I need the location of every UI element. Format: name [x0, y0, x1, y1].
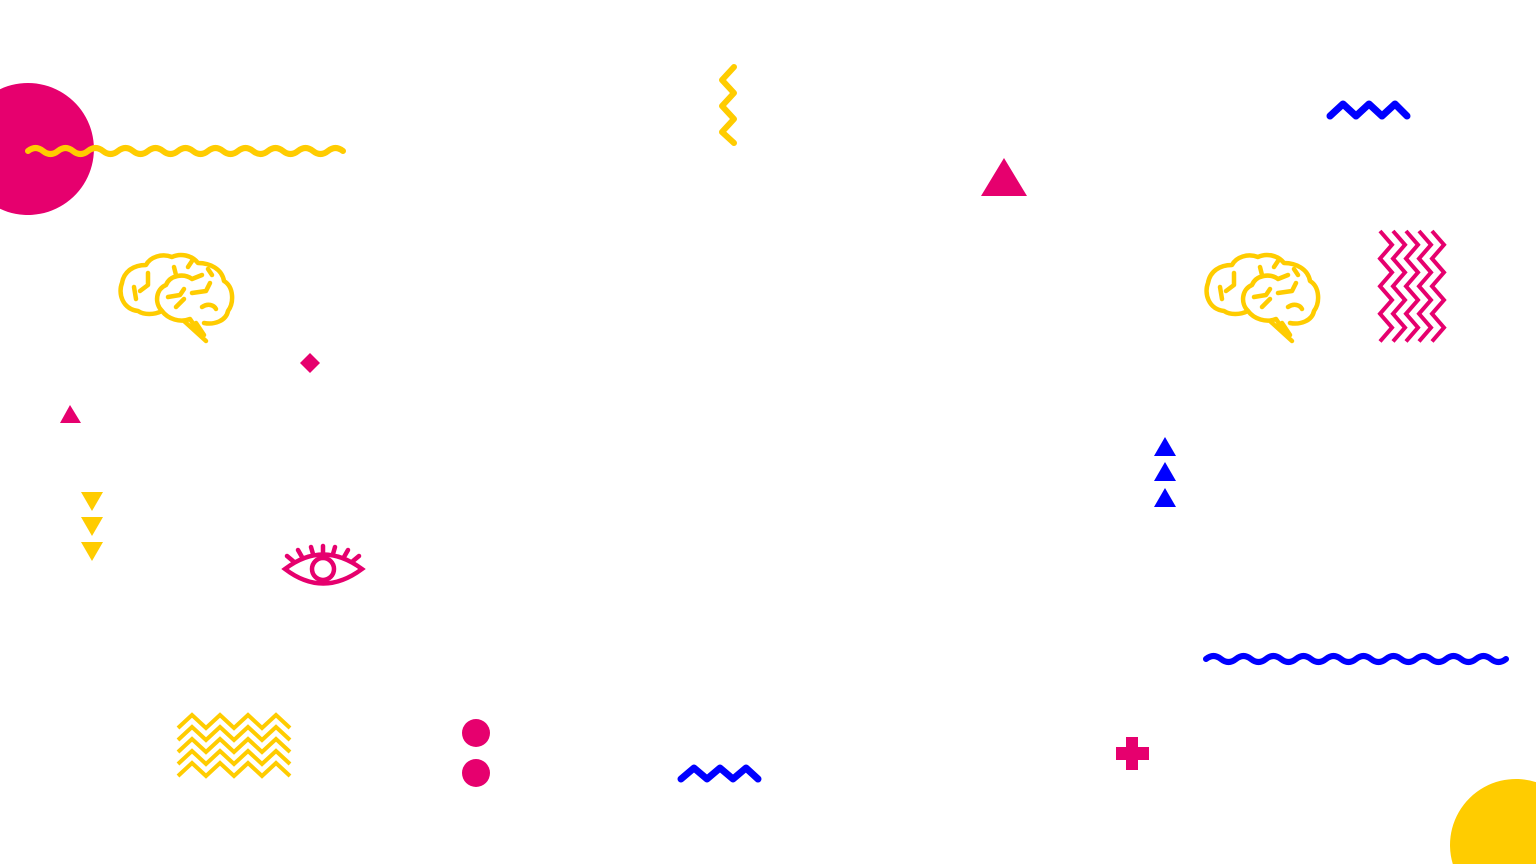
eye-icon — [281, 543, 366, 586]
pink-dot-top — [462, 719, 490, 747]
zigzag-line — [176, 736, 292, 755]
pink-triangle-small — [60, 405, 81, 423]
zigzag-line — [1429, 229, 1447, 343]
pink-triangle-large — [981, 158, 1027, 196]
yellow-zigzag-pattern — [176, 712, 292, 779]
yellow-vertical-zigzag — [719, 64, 737, 146]
zigzag-line — [1377, 229, 1395, 343]
blue-zigzag-top — [1326, 100, 1411, 120]
blue-up-triangles — [1154, 437, 1176, 507]
brain-stroke — [1217, 258, 1305, 314]
zigzag-line — [1403, 229, 1421, 343]
brain-icon-right — [1204, 252, 1321, 344]
blue-wavy-line — [1203, 653, 1509, 665]
brain-icon-left — [118, 252, 235, 344]
zigzag-line — [176, 712, 292, 731]
zigzag-line — [176, 724, 292, 743]
blue-zigzag-bottom — [677, 764, 762, 783]
pink-diamond — [300, 353, 320, 373]
yellow-wavy-line — [25, 145, 346, 157]
pink-dot-bottom — [462, 759, 490, 787]
brain-stroke — [131, 258, 219, 314]
yellow-circle — [1450, 778, 1536, 864]
pink-plus-icon — [1116, 737, 1149, 770]
zigzag-line — [176, 760, 292, 779]
zigzag-line — [176, 748, 292, 767]
zigzag-line — [1416, 229, 1434, 343]
pink-zigzag-pattern — [1377, 229, 1447, 343]
pink-circle — [0, 83, 94, 216]
zigzag-line — [1390, 229, 1408, 343]
yellow-down-triangles — [81, 492, 103, 561]
